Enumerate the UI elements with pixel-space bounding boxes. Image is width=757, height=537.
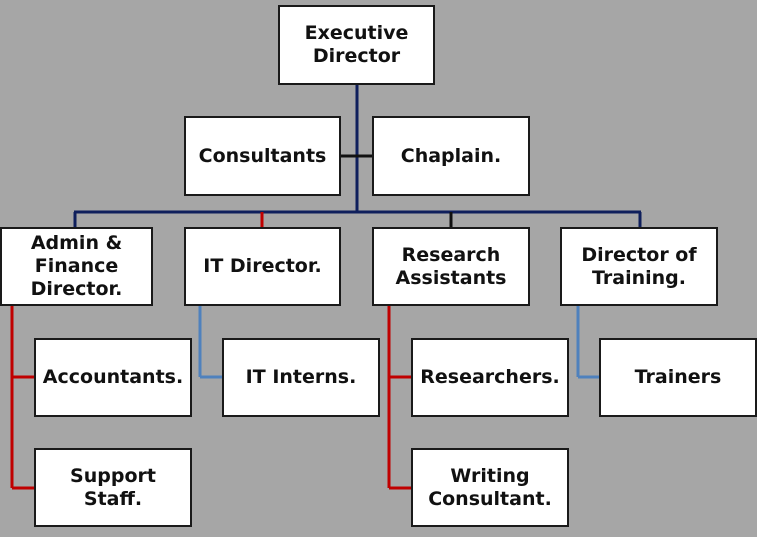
executive-director-box[interactable]: Executive Director <box>278 5 435 85</box>
researchers-box[interactable]: Researchers. <box>411 338 569 417</box>
consultants-label: Consultants <box>198 144 327 167</box>
it-director-box[interactable]: IT Director. <box>184 227 341 306</box>
accountants-box[interactable]: Accountants. <box>34 338 192 417</box>
executive-director-label: Executive Director <box>304 22 409 67</box>
research-assistants-label: Research Assistants <box>395 243 507 289</box>
chaplain-box[interactable]: Chaplain. <box>372 116 530 196</box>
admin-finance-director-label: Admin & Finance Director. <box>30 232 123 300</box>
admin-finance-director-box[interactable]: Admin & Finance Director. <box>0 227 153 306</box>
it-director-label: IT Director. <box>203 255 322 277</box>
support-staff-box[interactable]: Support Staff. <box>34 448 192 527</box>
director-of-training-box[interactable]: Director of Training. <box>560 227 718 306</box>
it-interns-box[interactable]: IT Interns. <box>222 338 380 417</box>
director-of-training-label: Director of Training. <box>581 243 697 289</box>
chaplain-label: Chaplain. <box>400 144 502 167</box>
support-staff-label: Support Staff. <box>70 464 156 510</box>
writing-consultant-label: Writing Consultant. <box>428 464 552 510</box>
accountants-label: Accountants. <box>42 366 184 388</box>
research-assistants-box[interactable]: Research Assistants <box>372 227 530 306</box>
trainers-label: Trainers <box>634 366 722 388</box>
it-interns-label: IT Interns. <box>245 366 357 388</box>
trainers-box[interactable]: Trainers <box>599 338 757 417</box>
writing-consultant-box[interactable]: Writing Consultant. <box>411 448 569 527</box>
researchers-label: Researchers. <box>420 366 560 388</box>
consultants-box[interactable]: Consultants <box>184 116 341 196</box>
